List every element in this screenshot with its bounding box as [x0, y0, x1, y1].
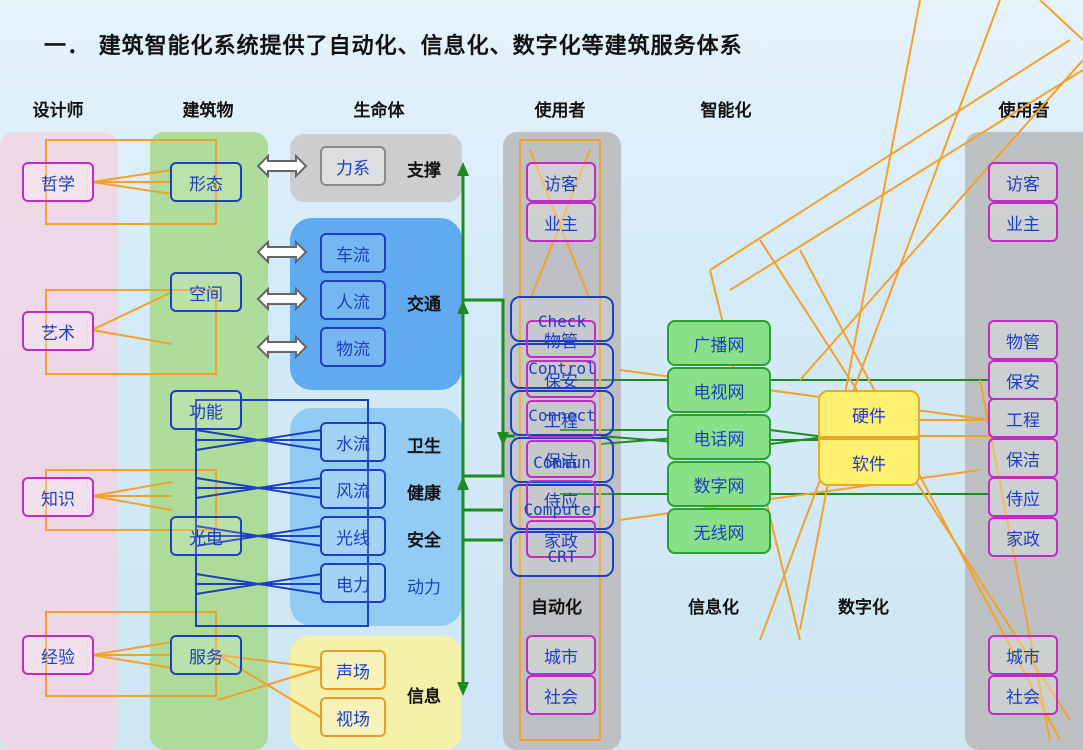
user-attendant[interactable]: 侍应: [526, 480, 596, 518]
hardware-box[interactable]: 硬件: [818, 390, 920, 438]
user-property[interactable]: 物管: [526, 320, 596, 358]
right-user-city[interactable]: 城市: [988, 635, 1058, 675]
building-service[interactable]: 服务: [170, 635, 242, 675]
auto-computer: Computer: [523, 500, 601, 519]
layer-automation: 自动化: [531, 598, 582, 618]
network-tv[interactable]: 电视网: [667, 367, 771, 413]
building-space[interactable]: 空间: [170, 272, 242, 312]
right-user-attendant[interactable]: 侍应: [988, 477, 1058, 517]
user-owner[interactable]: 业主: [526, 202, 596, 242]
auto-commun: Commun: [533, 453, 591, 472]
traffic-panel: [290, 218, 462, 390]
auto-check: Check: [537, 312, 587, 331]
building-optoelectronic[interactable]: 光电: [170, 516, 242, 556]
life-view[interactable]: 视场: [320, 697, 386, 737]
user-engineering[interactable]: 工程: [526, 400, 596, 438]
category-info: 信息: [407, 687, 441, 707]
right-user-visitor[interactable]: 访客: [988, 162, 1058, 202]
user-cleaning[interactable]: 保洁: [526, 440, 596, 478]
life-car[interactable]: 车流: [320, 233, 386, 273]
life-water[interactable]: 水流: [320, 422, 386, 462]
life-wind[interactable]: 风流: [320, 469, 386, 509]
category-support: 支撑: [407, 161, 441, 181]
user-society[interactable]: 社会: [526, 675, 596, 715]
network-broadcast[interactable]: 广播网: [667, 320, 771, 366]
software-box[interactable]: 软件: [818, 438, 920, 486]
life-power[interactable]: 电力: [320, 563, 386, 603]
header-user-right: 使用者: [998, 101, 1050, 121]
category-traffic: 交通: [407, 295, 441, 315]
user-visitor[interactable]: 访客: [526, 162, 596, 202]
right-user-housekeeping[interactable]: 家政: [988, 517, 1058, 557]
designer-panel: [0, 132, 118, 750]
building-function[interactable]: 功能: [170, 390, 242, 430]
right-user-security[interactable]: 保安: [988, 360, 1058, 400]
user-housekeeping[interactable]: 家政: [526, 520, 596, 558]
header-building: 建筑物: [182, 101, 234, 121]
auto-control: Control: [528, 359, 596, 378]
auto-crt: CRT: [547, 547, 577, 566]
designer-philosophy[interactable]: 哲学: [22, 162, 94, 202]
life-people[interactable]: 人流: [320, 280, 386, 320]
header-user: 使用者: [534, 101, 586, 121]
auto-connect: Connect: [528, 406, 596, 425]
category-hygiene: 卫生: [407, 437, 441, 457]
right-user-engineering[interactable]: 工程: [988, 398, 1058, 438]
designer-knowledge[interactable]: 知识: [22, 477, 94, 517]
building-form[interactable]: 形态: [170, 162, 242, 202]
user-security[interactable]: 保安: [526, 360, 596, 398]
life-goods[interactable]: 物流: [320, 327, 386, 367]
header-designer: 设计师: [32, 101, 84, 121]
life-force[interactable]: 力系: [320, 146, 386, 186]
page-title: 一． 建筑智能化系统提供了自动化、信息化、数字化等建筑服务体系: [44, 34, 743, 59]
support-panel: [290, 134, 462, 202]
category-health: 健康: [407, 484, 441, 504]
user-city[interactable]: 城市: [526, 635, 596, 675]
right-user-cleaning[interactable]: 保洁: [988, 438, 1058, 478]
designer-experience[interactable]: 经验: [22, 635, 94, 675]
layer-digitalization: 数字化: [838, 598, 889, 618]
right-user-society[interactable]: 社会: [988, 675, 1058, 715]
right-user-owner[interactable]: 业主: [988, 202, 1058, 242]
right-user-property[interactable]: 物管: [988, 320, 1058, 360]
header-intelligent: 智能化: [700, 101, 752, 121]
life-light[interactable]: 光线: [320, 516, 386, 556]
info-panel: [290, 636, 462, 750]
network-wireless[interactable]: 无线网: [667, 508, 771, 554]
life-sound[interactable]: 声场: [320, 650, 386, 690]
network-phone[interactable]: 电话网: [667, 414, 771, 460]
designer-art[interactable]: 艺术: [22, 311, 94, 351]
network-digital[interactable]: 数字网: [667, 461, 771, 507]
category-power: 动力: [407, 578, 441, 598]
layer-informatization: 信息化: [688, 598, 739, 618]
category-safety: 安全: [407, 531, 441, 551]
header-life: 生命体: [353, 101, 405, 121]
